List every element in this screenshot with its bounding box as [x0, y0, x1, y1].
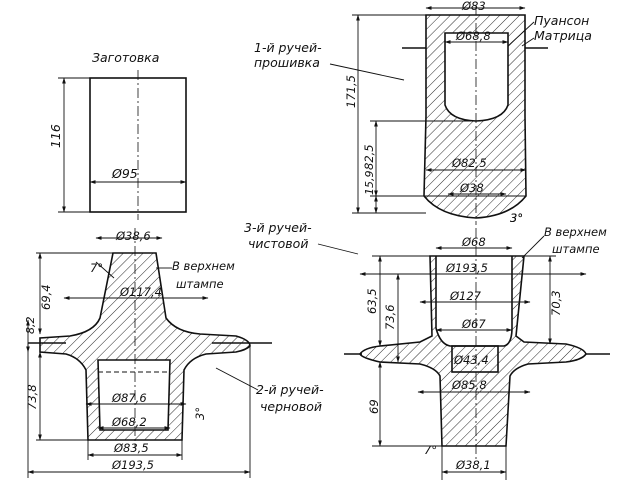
p3-d127-value: Ø127 [449, 289, 482, 303]
pass1-leader [329, 63, 405, 81]
blank-height-value: 116 [48, 124, 63, 148]
p3-angle-top-value: 3° [510, 211, 523, 225]
pass2-label-2: черновой [260, 399, 322, 414]
pass3-label-2: чистовой [248, 236, 308, 251]
pass1-label-2: прошивка [254, 55, 320, 70]
p1-h159-value: 15,9 [363, 171, 376, 196]
upper-die-left-1: В верхнем [172, 259, 235, 273]
p3-h703-value: 70,3 [549, 290, 563, 316]
blank-label: Заготовка [92, 50, 159, 65]
pass2-view: Ø38,6 7° В верхнем штампе Ø117,4 69,4 8,… [24, 228, 324, 478]
p3-h69-value: 69 [367, 399, 381, 414]
p1-d825-value: Ø82,5 [451, 156, 487, 170]
p3-d858-value: Ø85,8 [451, 378, 487, 392]
p2-d1174-value: Ø117,4 [119, 285, 162, 299]
pass3-workpiece [359, 255, 587, 447]
punch-label: Пуансон [534, 13, 589, 28]
p2-d876-value: Ø87,6 [111, 391, 147, 405]
p1-h1715-value: 171,5 [344, 75, 358, 108]
p1-d688-value: Ø68,8 [455, 29, 491, 43]
p2-angle-top-arc [95, 261, 115, 279]
p2-h82-value: 8,2 [24, 317, 37, 335]
p2-h738-value: 73,8 [25, 384, 39, 410]
p1-d83-value: Ø83 [461, 0, 486, 13]
p2-angle-top-value: 7° [90, 261, 103, 275]
upper-die-right-leader [521, 235, 545, 259]
pass1-label-1: 1-й ручей- [254, 40, 322, 55]
p3-d1935-value: Ø193,5 [445, 261, 488, 275]
upper-die-right-2: штампе [552, 242, 600, 256]
p2-d386-value: Ø38,6 [115, 229, 151, 243]
die-label: Матрица [534, 28, 592, 43]
pass2-workpiece [39, 252, 251, 441]
pass3-view: 3-й ручей- чистовой В верхнем штампе 3° … [244, 211, 610, 480]
p2-angle-bot-value: 3° [193, 407, 207, 420]
p3-d381-value: Ø38,1 [455, 458, 491, 472]
p2-h694-value: 69,4 [39, 284, 53, 310]
p3-h635-value: 63,5 [365, 288, 379, 314]
pass1-view: 1-й ручей- прошивка Пуансон Матрица Ø83 … [254, 0, 592, 225]
p3-d68-value: Ø68 [461, 235, 486, 249]
blank-view: Заготовка 116 Ø95 [48, 50, 187, 220]
blank-dia-value: Ø95 [111, 166, 138, 181]
p2-d1935-value: Ø193,5 [111, 458, 154, 472]
p1-d38-value: Ø38 [459, 181, 484, 195]
pass2-leader [215, 367, 259, 391]
upper-die-left-2: штампе [176, 277, 224, 291]
pass3-leader [317, 243, 359, 255]
p2-d682-value: Ø68,2 [111, 415, 147, 429]
pass2-label-1: 2-й ручей- [256, 382, 324, 397]
p1-angle-value: 3° [510, 211, 523, 225]
p3-core [451, 345, 499, 373]
p2-d835-value: Ø83,5 [113, 441, 149, 455]
p3-d434-value: Ø43,4 [453, 353, 489, 367]
p3-angle-value: 7° [424, 443, 437, 457]
upper-die-right-1: В верхнем [544, 225, 607, 239]
p1-h825-value: 82,5 [362, 144, 376, 170]
pass3-label-1: 3-й ручей- [244, 220, 312, 235]
p3-h736-value: 73,6 [383, 304, 397, 330]
p3-d67-value: Ø67 [461, 317, 486, 331]
